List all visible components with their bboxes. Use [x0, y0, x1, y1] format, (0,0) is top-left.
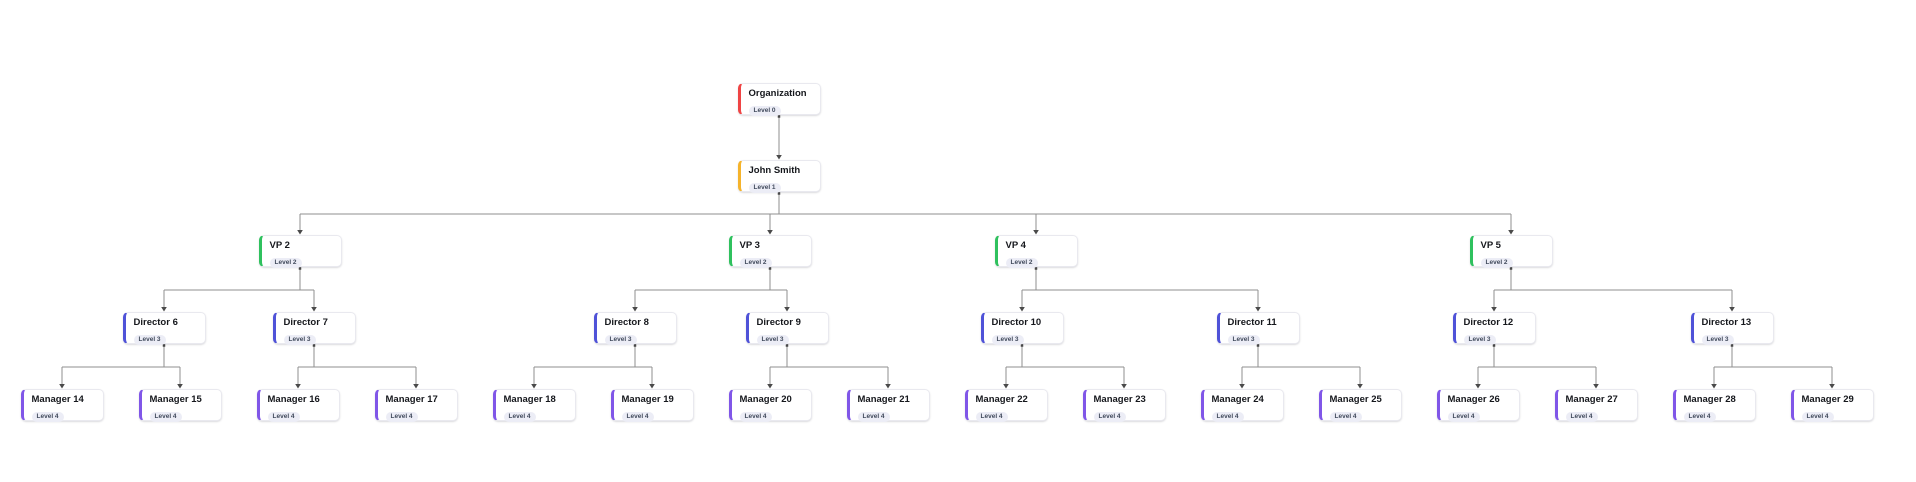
node-title: Director 10	[991, 317, 1042, 328]
node-level-badge: Level 4	[1683, 412, 1716, 422]
node-level-badge: Level 3	[991, 335, 1024, 345]
node-level-badge: Level 4	[385, 412, 418, 422]
node-title: Director 7	[283, 317, 328, 328]
node-level-badge: Level 4	[1211, 412, 1244, 422]
node-m22[interactable]: Manager 22 Level 4	[964, 389, 1048, 422]
node-level-badge: Level 2	[739, 258, 772, 268]
node-title: Manager 22	[975, 394, 1028, 405]
node-m15[interactable]: Manager 15 Level 4	[138, 389, 222, 422]
node-vp5[interactable]: VP 5 Level 2	[1469, 235, 1553, 268]
node-title: Manager 24	[1211, 394, 1264, 405]
node-title: Director 6	[133, 317, 178, 328]
node-title: Manager 20	[739, 394, 792, 405]
node-m24[interactable]: Manager 24 Level 4	[1200, 389, 1284, 422]
node-vp2[interactable]: VP 2 Level 2	[258, 235, 342, 268]
node-title: Manager 29	[1801, 394, 1854, 405]
node-level-badge: Level 4	[1093, 412, 1126, 422]
node-d9[interactable]: Director 9 Level 3	[745, 312, 829, 345]
node-level-badge: Level 4	[1565, 412, 1598, 422]
node-title: Director 13	[1701, 317, 1752, 328]
node-title: Manager 26	[1447, 394, 1500, 405]
node-level-badge: Level 0	[748, 106, 781, 116]
node-title: Manager 23	[1093, 394, 1146, 405]
node-title: Manager 15	[149, 394, 202, 405]
node-m17[interactable]: Manager 17 Level 4	[374, 389, 458, 422]
node-title: Manager 28	[1683, 394, 1736, 405]
node-d12[interactable]: Director 12 Level 3	[1452, 312, 1536, 345]
node-m25[interactable]: Manager 25 Level 4	[1318, 389, 1402, 422]
node-level-badge: Level 4	[31, 412, 64, 422]
node-m28[interactable]: Manager 28 Level 4	[1672, 389, 1756, 422]
node-title: VP 5	[1480, 240, 1501, 251]
node-title: Director 8	[604, 317, 649, 328]
node-title: Manager 27	[1565, 394, 1618, 405]
node-level-badge: Level 3	[283, 335, 316, 345]
node-title: Manager 21	[857, 394, 910, 405]
node-d10[interactable]: Director 10 Level 3	[980, 312, 1064, 345]
node-d13[interactable]: Director 13 Level 3	[1690, 312, 1774, 345]
node-d6[interactable]: Director 6 Level 3	[122, 312, 206, 345]
node-title: Manager 14	[31, 394, 84, 405]
node-m21[interactable]: Manager 21 Level 4	[846, 389, 930, 422]
node-level-badge: Level 2	[269, 258, 302, 268]
node-m16[interactable]: Manager 16 Level 4	[256, 389, 340, 422]
node-level-badge: Level 4	[503, 412, 536, 422]
node-title: VP 3	[739, 240, 760, 251]
node-title: Director 9	[756, 317, 801, 328]
node-title: Manager 19	[621, 394, 674, 405]
node-level-badge: Level 4	[267, 412, 300, 422]
node-title: Manager 18	[503, 394, 556, 405]
node-vp4[interactable]: VP 4 Level 2	[994, 235, 1078, 268]
node-m18[interactable]: Manager 18 Level 4	[492, 389, 576, 422]
node-level-badge: Level 1	[748, 183, 781, 193]
node-level-badge: Level 3	[756, 335, 789, 345]
node-level-badge: Level 3	[1701, 335, 1734, 345]
node-level-badge: Level 4	[857, 412, 890, 422]
node-vp3[interactable]: VP 3 Level 2	[728, 235, 812, 268]
node-level-badge: Level 4	[1329, 412, 1362, 422]
node-d7[interactable]: Director 7 Level 3	[272, 312, 356, 345]
node-m14[interactable]: Manager 14 Level 4	[20, 389, 104, 422]
node-title: Manager 25	[1329, 394, 1382, 405]
node-level-badge: Level 3	[133, 335, 166, 345]
node-m23[interactable]: Manager 23 Level 4	[1082, 389, 1166, 422]
node-title: Organization	[748, 88, 807, 99]
node-level-badge: Level 2	[1480, 258, 1513, 268]
node-m29[interactable]: Manager 29 Level 4	[1790, 389, 1874, 422]
node-level-badge: Level 2	[1005, 258, 1038, 268]
node-title: Director 12	[1463, 317, 1514, 328]
node-title: VP 4	[1005, 240, 1026, 251]
node-m26[interactable]: Manager 26 Level 4	[1436, 389, 1520, 422]
node-level-badge: Level 3	[1463, 335, 1496, 345]
node-m19[interactable]: Manager 19 Level 4	[610, 389, 694, 422]
node-level-badge: Level 3	[1227, 335, 1260, 345]
node-title: Director 11	[1227, 317, 1277, 328]
node-m27[interactable]: Manager 27 Level 4	[1554, 389, 1638, 422]
node-title: John Smith	[748, 165, 801, 176]
node-level-badge: Level 4	[975, 412, 1008, 422]
node-level-badge: Level 4	[1447, 412, 1480, 422]
node-d8[interactable]: Director 8 Level 3	[593, 312, 677, 345]
node-d11[interactable]: Director 11 Level 3	[1216, 312, 1300, 345]
node-level-badge: Level 4	[149, 412, 182, 422]
node-m20[interactable]: Manager 20 Level 4	[728, 389, 812, 422]
node-title: Manager 17	[385, 394, 438, 405]
node-level-badge: Level 4	[1801, 412, 1834, 422]
node-title: VP 2	[269, 240, 290, 251]
node-level-badge: Level 3	[604, 335, 637, 345]
node-title: Manager 16	[267, 394, 320, 405]
node-level-badge: Level 4	[739, 412, 772, 422]
node-level-badge: Level 4	[621, 412, 654, 422]
